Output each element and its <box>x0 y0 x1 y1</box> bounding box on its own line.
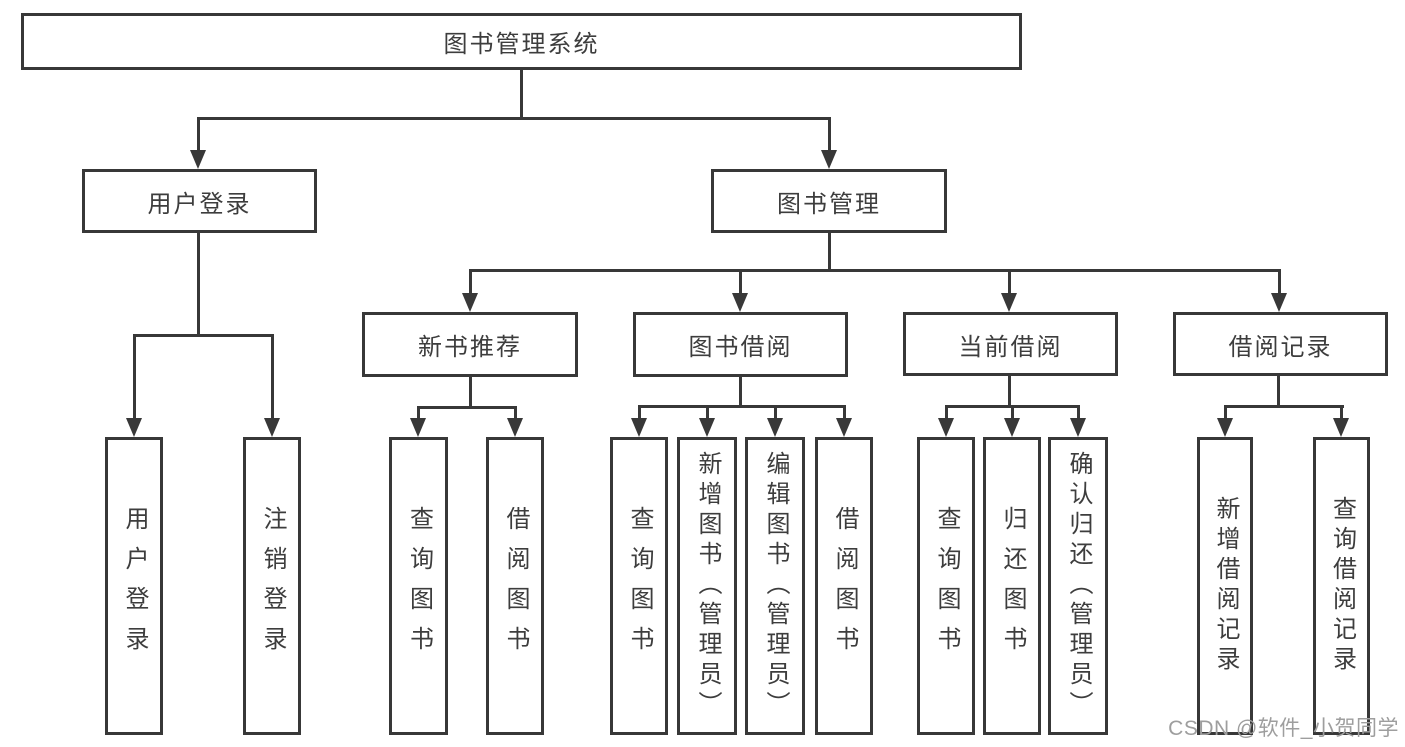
node-book-mgmt-label: 图书管理 <box>777 190 881 218</box>
arrowhead-down-icon <box>462 293 478 312</box>
node-borrow-records: 借阅记录 <box>1173 312 1388 376</box>
node-root: 图书管理系统 <box>21 13 1022 70</box>
leaf-records-add-label: 新增借阅记录 <box>1212 496 1239 676</box>
leaf-borrow-query: 查询图书 <box>610 437 668 735</box>
csdn-watermark: CSDN @软件_小贺同学 <box>1168 717 1399 740</box>
connector-line <box>197 118 200 152</box>
arrowhead-down-icon <box>1271 293 1287 312</box>
connector-line <box>1224 406 1227 420</box>
connector-line <box>945 406 948 420</box>
leaf-newrec-query: 查询图书 <box>389 437 448 735</box>
node-book-borrow-label: 图书借阅 <box>688 334 793 361</box>
connector-line <box>828 118 831 152</box>
connector-line <box>1077 406 1080 420</box>
connector-line <box>133 335 136 420</box>
connector-line <box>514 407 517 420</box>
connector-line <box>197 117 831 120</box>
arrowhead-down-icon <box>836 418 852 437</box>
leaf-current-confirm-label: 确认归还（管理员） <box>1065 451 1092 721</box>
leaf-borrow-edit: 编辑图书（管理员） <box>745 437 805 735</box>
arrowhead-down-icon <box>190 150 206 169</box>
connector-line <box>828 233 831 271</box>
node-book-borrow: 图书借阅 <box>633 312 848 377</box>
connector-line <box>1008 376 1011 407</box>
arrowhead-down-icon <box>1217 418 1233 437</box>
connector-line <box>638 405 846 408</box>
arrowhead-down-icon <box>1070 418 1086 437</box>
leaf-newrec-borrow-label: 借阅图书 <box>502 506 529 666</box>
leaf-records-query-label: 查询借阅记录 <box>1328 496 1356 676</box>
arrowhead-down-icon <box>631 418 647 437</box>
arrowhead-down-icon <box>821 150 837 169</box>
node-root-label: 图书管理系统 <box>443 31 600 58</box>
connector-line <box>133 334 274 337</box>
arrowhead-down-icon <box>1004 418 1020 437</box>
leaf-logout-label: 注销登录 <box>259 506 286 666</box>
arrowhead-down-icon <box>507 418 523 437</box>
leaf-current-query-label: 查询图书 <box>933 506 960 666</box>
arrowhead-down-icon <box>1001 293 1017 312</box>
connector-line <box>469 377 472 408</box>
leaf-current-confirm: 确认归还（管理员） <box>1048 437 1108 735</box>
node-borrow-records-label: 借阅记录 <box>1228 333 1333 361</box>
leaf-records-query: 查询借阅记录 <box>1313 437 1370 735</box>
arrowhead-down-icon <box>410 418 426 437</box>
connector-line <box>1224 405 1344 408</box>
leaf-current-return-label: 归还图书 <box>999 506 1026 666</box>
node-user-login: 用户登录 <box>82 169 317 233</box>
leaf-borrow-add: 新增图书（管理员） <box>677 437 737 735</box>
arrowhead-down-icon <box>732 293 748 312</box>
node-current-borrow: 当前借阅 <box>903 312 1118 376</box>
node-book-mgmt: 图书管理 <box>711 169 947 233</box>
arrowhead-down-icon <box>126 418 142 437</box>
arrowhead-down-icon <box>1333 418 1349 437</box>
connector-line <box>739 270 742 295</box>
arrowhead-down-icon <box>767 418 783 437</box>
connector-line <box>706 406 709 420</box>
leaf-borrow-edit-label: 编辑图书（管理员） <box>762 451 789 721</box>
connector-line <box>197 233 200 335</box>
connector-line <box>1008 270 1011 295</box>
connector-line <box>271 335 274 420</box>
leaf-borrow-add-label: 新增图书（管理员） <box>694 451 721 721</box>
connector-line <box>520 69 523 118</box>
connector-line <box>843 406 846 420</box>
leaf-logout: 注销登录 <box>243 437 301 735</box>
leaf-current-return: 归还图书 <box>983 437 1041 735</box>
connector-line <box>469 270 472 295</box>
arrowhead-down-icon <box>264 418 280 437</box>
node-new-book-rec-label: 新书推荐 <box>418 334 522 361</box>
connector-line <box>1011 406 1014 420</box>
leaf-records-add: 新增借阅记录 <box>1197 437 1253 735</box>
connector-line <box>739 377 742 407</box>
arrowhead-down-icon <box>938 418 954 437</box>
node-user-login-label: 用户登录 <box>147 190 252 218</box>
leaf-borrow-query-label: 查询图书 <box>626 506 653 666</box>
connector-line <box>417 406 517 409</box>
connector-line <box>469 269 1281 272</box>
arrowhead-down-icon <box>699 418 715 437</box>
leaf-current-query: 查询图书 <box>917 437 975 735</box>
connector-line <box>638 406 641 420</box>
leaf-newrec-query-label: 查询图书 <box>405 506 433 666</box>
leaf-user-login-label: 用户登录 <box>121 506 148 666</box>
connector-line <box>1340 406 1343 420</box>
leaf-newrec-borrow: 借阅图书 <box>486 437 544 735</box>
leaf-borrow-borrow: 借阅图书 <box>815 437 873 735</box>
node-new-book-rec: 新书推荐 <box>362 312 578 377</box>
connector-line <box>1277 376 1280 407</box>
leaf-user-login: 用户登录 <box>105 437 163 735</box>
connector-line <box>1278 270 1281 295</box>
connector-line <box>417 407 420 420</box>
leaf-borrow-borrow-label: 借阅图书 <box>831 506 858 666</box>
connector-line <box>774 406 777 420</box>
node-current-borrow-label: 当前借阅 <box>958 333 1063 361</box>
